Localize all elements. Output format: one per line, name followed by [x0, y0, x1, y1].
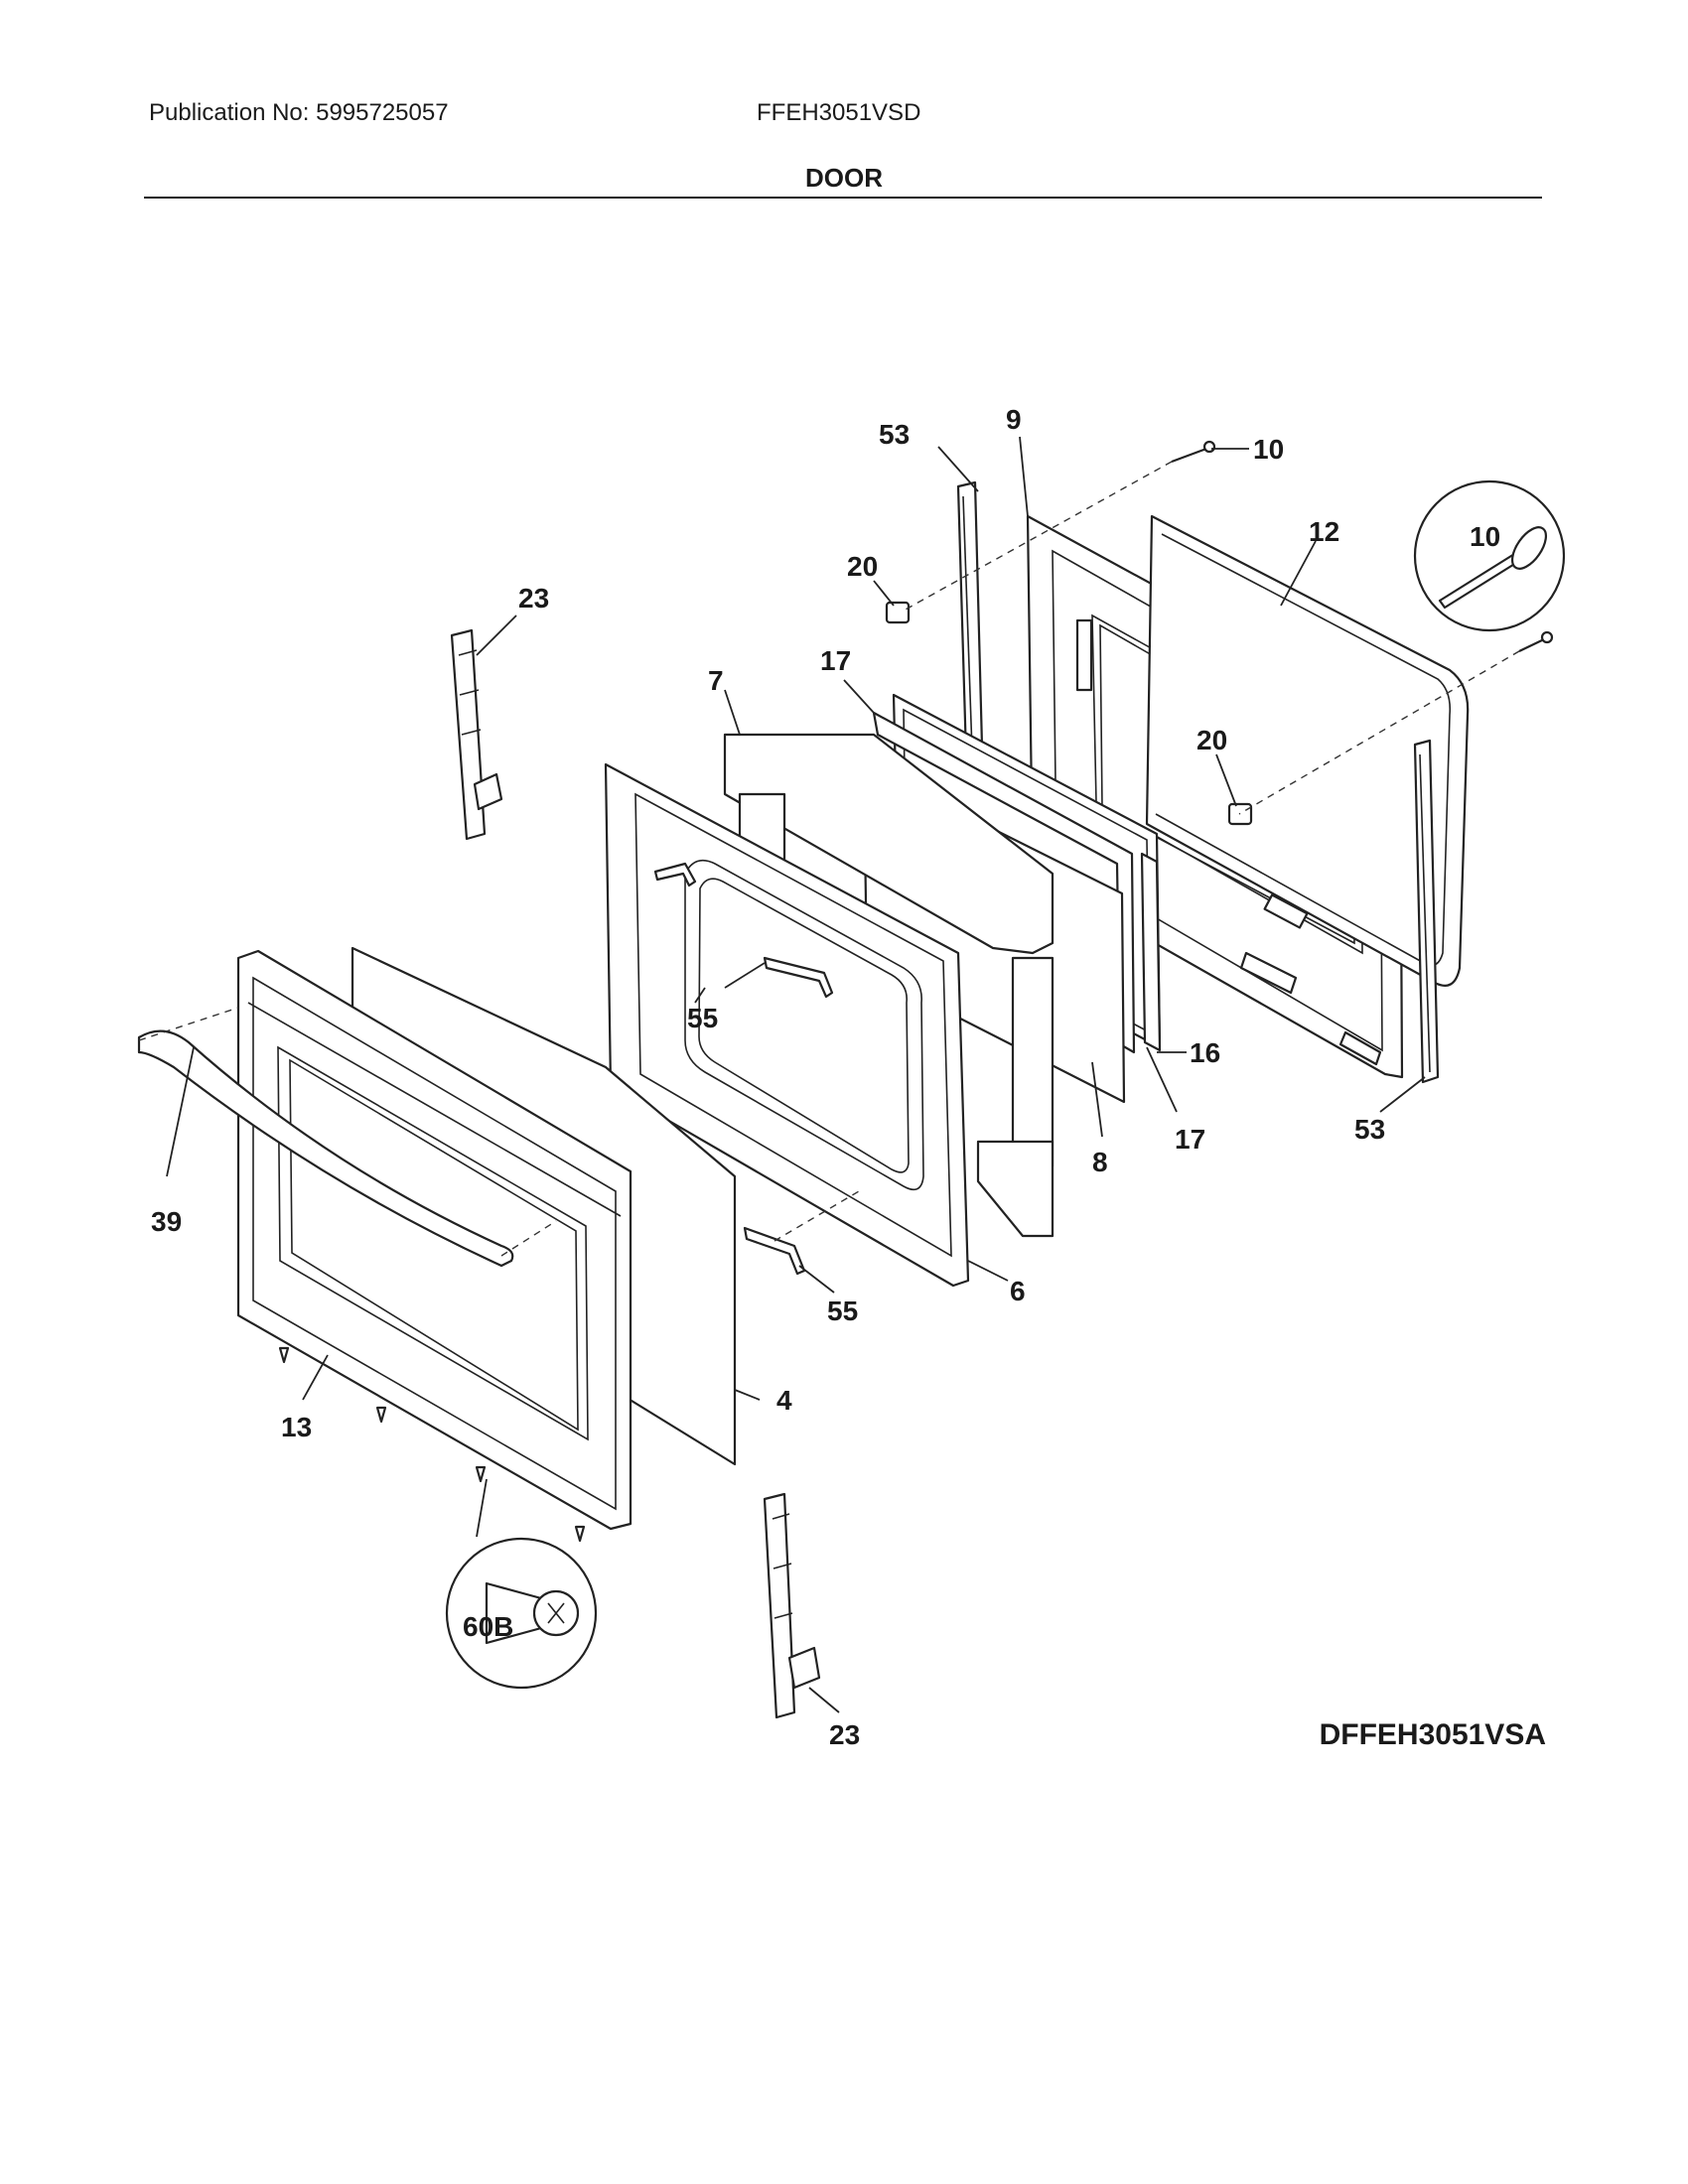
- insulation-7: [723, 733, 1055, 1238]
- callout-10-top: 10: [1253, 434, 1284, 465]
- callout-6: 6: [1010, 1276, 1026, 1306]
- bracket-55-mid: [653, 862, 834, 999]
- detail-circle-60b: [445, 1537, 598, 1690]
- clip-20-top: [885, 601, 911, 624]
- outer-door-13: [236, 949, 633, 1531]
- callout-20-mid: 20: [1196, 725, 1227, 755]
- callout-4: 4: [776, 1385, 792, 1416]
- hinge-top-23: [450, 628, 503, 841]
- callout-60b: 60B: [463, 1611, 513, 1642]
- callout-13: 13: [281, 1412, 312, 1442]
- bracket-55-bottom: [743, 1226, 806, 1276]
- glass-spacer-17: [872, 711, 1162, 1054]
- callout-12: 12: [1309, 516, 1339, 547]
- callout-16: 16: [1190, 1037, 1220, 1068]
- callout-55-mid: 55: [687, 1003, 718, 1033]
- callout-9: 9: [1006, 404, 1022, 435]
- door-handle-39: [137, 1029, 514, 1268]
- callout-20-top: 20: [847, 551, 878, 582]
- callout-55-bottom: 55: [827, 1296, 858, 1326]
- header-rule: [144, 197, 1542, 199]
- alignment-lines: [138, 461, 1520, 1257]
- publication-number: Publication No: 5995725057: [149, 99, 449, 126]
- callout-17-bottom: 17: [1175, 1124, 1205, 1155]
- callout-23-bottom: 23: [829, 1719, 860, 1750]
- callout-17-top: 17: [820, 645, 851, 676]
- diagram-id: DFFEH3051VSA: [1320, 1718, 1546, 1751]
- callout-7: 7: [708, 665, 724, 696]
- callout-8: 8: [1092, 1147, 1108, 1177]
- screw-10-right: [1518, 630, 1554, 652]
- callout-10-detail: 10: [1470, 521, 1500, 552]
- model-number: FFEH3051VSD: [757, 99, 921, 126]
- inner-door-liner: [604, 762, 970, 1288]
- hinge-bottom-23: [763, 1492, 821, 1719]
- callout-53-bottom: 53: [1354, 1114, 1385, 1145]
- callout-23-top: 23: [518, 583, 549, 614]
- side-trim-rail-bottom: [1413, 739, 1440, 1084]
- screws-13: [278, 1346, 586, 1543]
- callout-53-top: 53: [879, 419, 910, 450]
- section-title: DOOR: [805, 163, 883, 193]
- detail-circle-10: [1413, 479, 1566, 632]
- screw-10-top: [1171, 440, 1216, 464]
- callout-39: 39: [151, 1206, 182, 1237]
- leader-lines: [166, 436, 1426, 1713]
